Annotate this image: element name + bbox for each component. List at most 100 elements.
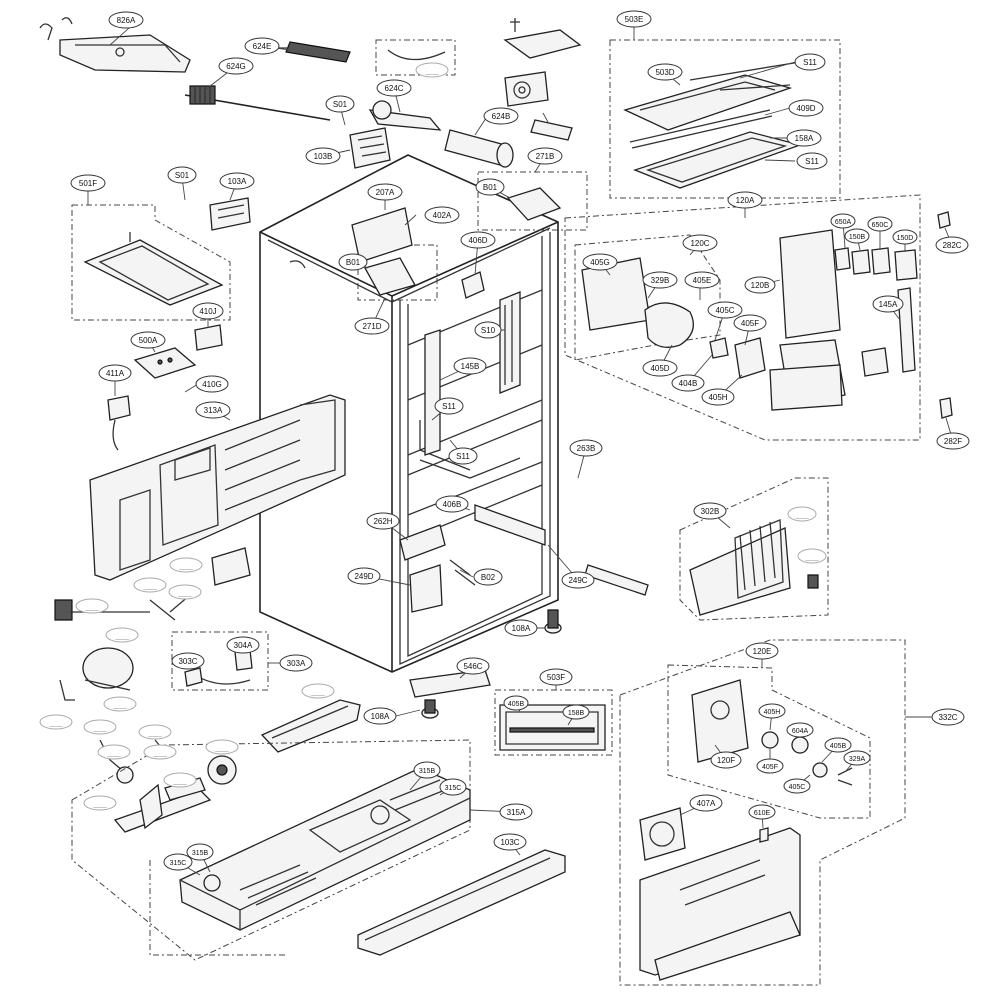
svg-text:303A: 303A — [287, 659, 306, 668]
svg-text:271B: 271B — [536, 152, 555, 161]
svg-text:332C: 332C — [938, 713, 957, 722]
callout-S11-c: S11 — [434, 397, 464, 415]
svg-text:___: ___ — [147, 728, 162, 737]
callout-B02: B02 — [473, 568, 503, 586]
sensor-624C — [368, 100, 442, 131]
callout-405G: 405G — [582, 253, 618, 271]
callout-120B: 120B — [744, 276, 776, 294]
callout-404B: 404B — [671, 374, 705, 392]
svg-text:405C: 405C — [789, 784, 806, 791]
svg-text:___: ___ — [152, 748, 167, 757]
evaporator-302B — [679, 477, 829, 621]
callout-332C: 332C — [931, 708, 965, 726]
svg-text:___: ___ — [424, 66, 439, 75]
callout-S01-b: S01 — [167, 166, 197, 184]
bracket-top — [503, 18, 582, 107]
svg-text:___: ___ — [214, 743, 229, 752]
svg-text:406D: 406D — [468, 236, 487, 245]
callout-546C: 546C — [456, 657, 490, 675]
faint-callout-8: ___ — [39, 714, 73, 730]
callout-302B: 302B — [693, 502, 727, 520]
callout-108A-a: 108A — [504, 619, 538, 637]
faint-callout-17: ___ — [787, 506, 817, 522]
hinge-826A — [39, 17, 191, 73]
svg-text:405C: 405C — [715, 306, 734, 315]
svg-text:___: ___ — [804, 552, 819, 561]
svg-text:405D: 405D — [650, 364, 669, 373]
callout-304A: 304A — [226, 636, 260, 654]
svg-text:282C: 282C — [942, 241, 961, 250]
svg-text:___: ___ — [48, 718, 63, 727]
callout-650A: 650A — [830, 213, 856, 229]
callout-B01-b: B01 — [338, 253, 368, 271]
svg-text:624E: 624E — [253, 42, 272, 51]
svg-text:624C: 624C — [384, 84, 403, 93]
faint-callout-12: ___ — [143, 744, 177, 760]
svg-text:B01: B01 — [346, 258, 361, 267]
svg-text:___: ___ — [106, 748, 121, 757]
svg-text:158A: 158A — [795, 134, 814, 143]
motor-624B — [444, 119, 573, 168]
assembly-332C — [619, 639, 906, 986]
callout-207A: 207A — [367, 183, 403, 201]
svg-text:411A: 411A — [106, 369, 125, 378]
callout-120A: 120A — [727, 191, 763, 209]
callout-120F: 120F — [710, 751, 742, 769]
svg-text:249C: 249C — [568, 576, 587, 585]
faint-callout-10: ___ — [97, 744, 131, 760]
svg-text:315B: 315B — [192, 850, 209, 857]
svg-text:249D: 249D — [354, 572, 373, 581]
svg-text:___: ___ — [114, 631, 129, 640]
faint-callout-2: ___ — [169, 557, 203, 573]
svg-text:150D: 150D — [897, 235, 914, 242]
callout-315B: 315B — [413, 761, 441, 779]
callout-329A: 329A — [843, 750, 871, 766]
svg-text:624B: 624B — [492, 112, 511, 121]
svg-text:315A: 315A — [507, 808, 526, 817]
svg-text:S01: S01 — [175, 171, 190, 180]
callout-303A: 303A — [279, 654, 313, 672]
callout-405D: 405D — [642, 359, 678, 377]
callout-262H: 262H — [366, 512, 400, 530]
callout-315C-b: 315C — [163, 853, 193, 871]
callout-S11-d: S11 — [448, 447, 478, 465]
svg-text:145B: 145B — [461, 362, 480, 371]
svg-text:402A: 402A — [433, 211, 452, 220]
svg-text:282F: 282F — [944, 437, 962, 446]
callout-313A: 313A — [195, 401, 231, 419]
svg-text:302B: 302B — [701, 507, 720, 516]
callout-405C-b: 405C — [783, 778, 811, 794]
callout-650C: 650C — [867, 216, 893, 232]
callout-405F: 405F — [733, 314, 767, 332]
module-410J — [194, 324, 223, 351]
svg-text:S11: S11 — [805, 157, 819, 166]
part-labels: 826A 624E 624G S01 624C 624B 103B 503E 5… — [70, 10, 970, 871]
callout-402A: 402A — [424, 206, 460, 224]
svg-text:262H: 262H — [373, 517, 392, 526]
cover-546C — [409, 669, 491, 698]
svg-text:503D: 503D — [655, 68, 674, 77]
callout-S11-b: S11 — [796, 152, 828, 170]
callout-503E: 503E — [616, 10, 652, 28]
small-parts-left — [54, 547, 251, 621]
callout-503F: 503F — [539, 668, 573, 686]
callout-405F-b: 405F — [756, 758, 784, 774]
callout-407A: 407A — [689, 794, 723, 812]
svg-text:501F: 501F — [79, 179, 97, 188]
callout-103C: 103C — [493, 833, 527, 851]
compressor — [59, 647, 134, 701]
svg-text:406B: 406B — [443, 500, 462, 509]
svg-text:405H: 405H — [708, 393, 727, 402]
svg-text:___: ___ — [310, 687, 325, 696]
callout-624B: 624B — [483, 107, 519, 125]
svg-text:329B: 329B — [651, 276, 670, 285]
clips-282 — [937, 211, 953, 419]
faint-callout-6: ___ — [105, 627, 139, 643]
callout-150B: 150B — [844, 228, 870, 244]
faint-callout-9: ___ — [83, 719, 117, 735]
svg-text:315C: 315C — [170, 860, 187, 867]
callout-405B: 405B — [503, 695, 529, 711]
svg-text:S11: S11 — [442, 402, 456, 411]
callout-610E: 610E — [748, 804, 776, 820]
callout-120E: 120E — [745, 642, 779, 660]
